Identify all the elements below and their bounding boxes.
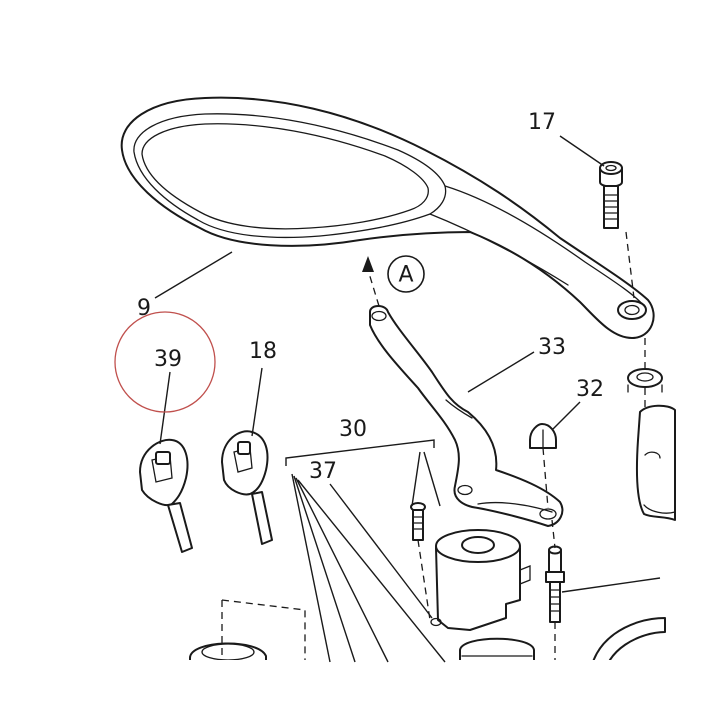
leader-37: [329, 483, 433, 619]
leader-17: [559, 135, 605, 167]
bracket-30-line: [285, 439, 435, 466]
callout-33: 33: [538, 335, 566, 360]
long-bolt-part: [545, 545, 565, 660]
leader-39: [159, 371, 171, 445]
callout-32: 32: [576, 377, 604, 402]
arrow-a-head: [362, 256, 374, 272]
callout-37: 37: [309, 459, 337, 484]
bottom-ring-part: [589, 617, 666, 681]
leader-32: [551, 401, 581, 431]
key-part-39: [139, 438, 193, 553]
washer-part: [627, 368, 663, 393]
callout-30: 30: [339, 417, 367, 442]
callout-39: 39: [154, 347, 182, 372]
cap-nut-part: [529, 423, 557, 449]
small-screw-part: [410, 502, 431, 621]
key-part-18: [221, 430, 273, 545]
axis-long-bolt: [551, 519, 556, 549]
leader-9: [154, 251, 233, 299]
highlight-circle: [114, 311, 216, 413]
callout-9: 9: [137, 296, 151, 321]
leader-33: [467, 351, 535, 393]
leader-18: [251, 367, 263, 437]
axis-cap-nut: [542, 447, 549, 509]
bolt-part: [599, 161, 623, 229]
leader-long-bolt: [561, 577, 661, 593]
clamp-housing-part: [635, 404, 676, 521]
switch-body-part: [430, 529, 531, 631]
bottom-crop-mask: [0, 660, 720, 720]
callout-17: 17: [528, 110, 556, 135]
callout-18: 18: [249, 339, 277, 364]
view-a-circle: [387, 255, 425, 293]
axis-arrow-a: [367, 269, 380, 307]
bracket-30-fan: [291, 451, 446, 663]
bracket-part: [369, 305, 564, 527]
view-a-label: A: [398, 263, 413, 288]
mirror-part: [120, 96, 655, 339]
